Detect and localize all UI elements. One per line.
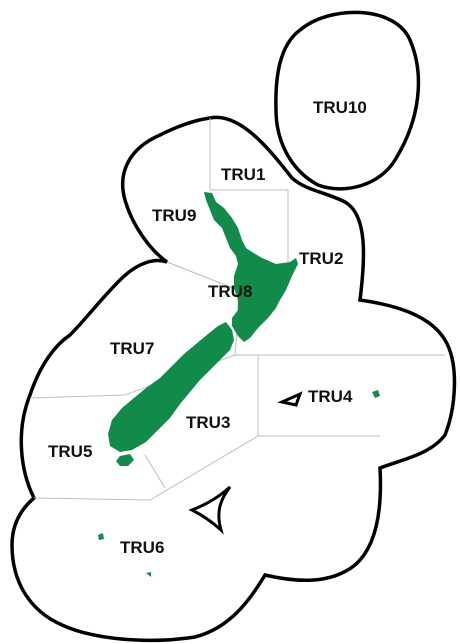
label-tru3: TRU3 [186, 413, 230, 432]
north-island [204, 192, 298, 342]
label-tru5: TRU5 [48, 442, 92, 461]
chatham-islands-outline [277, 391, 303, 407]
zone-subdivisions [29, 118, 445, 501]
label-tru1: TRU1 [221, 165, 265, 184]
excluded-zone-triangle [188, 485, 232, 535]
label-tru4: TRU4 [308, 387, 353, 406]
island-east-tru4 [372, 390, 380, 398]
island-tru6-west [98, 533, 104, 540]
zone-boundary-main [10, 115, 457, 643]
label-tru7: TRU7 [110, 339, 154, 358]
zone-boundary-tru10 [274, 10, 421, 191]
label-tru2: TRU2 [299, 249, 343, 268]
label-tru6: TRU6 [120, 538, 164, 557]
island-tru6-south [146, 572, 151, 577]
south-island [108, 322, 234, 452]
label-tru8: TRU8 [208, 282, 252, 301]
stewart-island [116, 454, 134, 466]
label-tru9: TRU9 [152, 206, 196, 225]
region-labels: TRU1 TRU2 TRU3 TRU4 TRU5 TRU6 TRU7 TRU8 … [48, 98, 367, 557]
label-tru10: TRU10 [313, 98, 367, 117]
